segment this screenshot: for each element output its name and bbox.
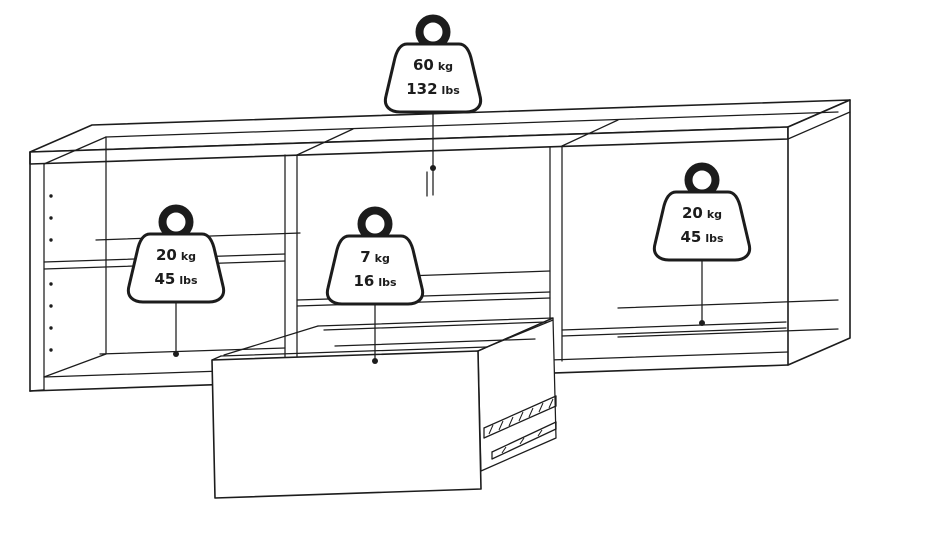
rail-hatch [538, 402, 544, 413]
divider-right [549, 119, 619, 362]
rail-upper-edge [483, 395, 557, 429]
rail-hatch [537, 429, 543, 437]
anchor-dot [173, 351, 179, 357]
cabinet [29, 99, 851, 392]
rail-hatch [488, 424, 494, 435]
right-panel-top-seam [787, 111, 851, 140]
drawer-box-rim [211, 317, 554, 361]
left-panel-inner-top [43, 136, 107, 165]
divider-right-top-depth [561, 119, 619, 147]
right-shelf-thickness [561, 327, 787, 337]
rail-lower-edge [483, 405, 557, 439]
rail-hatch [501, 446, 507, 454]
pin-hole [49, 194, 53, 198]
pin-hole [49, 326, 53, 330]
kettlebell-handle-icon [415, 14, 451, 50]
left-floor-back-edge [99, 347, 286, 355]
anchor-dot [372, 358, 378, 364]
right-floor-back-edge [617, 328, 839, 338]
rail2-lower-edge [491, 428, 557, 460]
right-side-panel [787, 99, 851, 366]
shelf-pin-holes [49, 194, 53, 352]
rim-left [223, 325, 319, 356]
right-shelf-front-edge [561, 321, 787, 331]
rail-hatch [519, 437, 525, 445]
rim-front-inner [220, 346, 488, 357]
rail-hatch [498, 420, 504, 431]
anchor-dot [430, 165, 436, 171]
kettlebell-body-icon [325, 234, 425, 306]
drawer-inner-bottom [334, 338, 536, 347]
pin-hole [49, 304, 53, 308]
pin-hole [49, 216, 53, 220]
pin-hole [49, 348, 53, 352]
divider-left-top-depth [296, 128, 354, 156]
anchor-dot [699, 320, 705, 326]
kettlebell-body-icon [652, 190, 752, 262]
rail-hatch [518, 411, 524, 422]
kettlebell-handle-icon [684, 162, 720, 198]
drawer-slide-rail [483, 395, 557, 460]
pin-hole [49, 282, 53, 286]
rim-back-inner [323, 321, 547, 331]
rail2-upper-edge [491, 421, 557, 453]
pin-hole [49, 238, 53, 242]
back-panel-top-edge [105, 111, 839, 138]
kettlebell-handle-icon [158, 204, 194, 240]
rail-hatch [528, 407, 534, 418]
drawer [211, 317, 557, 499]
rim-right-inner [486, 319, 554, 348]
right-shelf-back-edge [617, 299, 839, 309]
kettlebell-body-icon [383, 42, 483, 114]
left-panel-bottom-depth [43, 353, 107, 378]
rail-hatch [508, 416, 514, 427]
rail-hatch [548, 398, 554, 409]
right-shelf [561, 299, 839, 337]
kettlebell-body-icon [126, 232, 226, 304]
kettlebell-handle-icon [357, 206, 393, 242]
drawer-front-panel [211, 350, 482, 499]
rim-back-outer [317, 317, 554, 327]
